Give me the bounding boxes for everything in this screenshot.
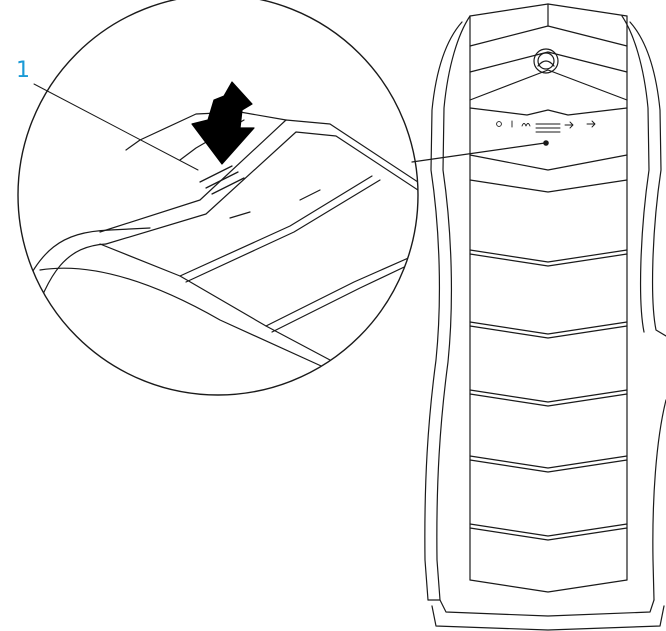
front-io-ports bbox=[496, 120, 596, 129]
drive-bays bbox=[469, 179, 628, 541]
tower-right-side-inner bbox=[621, 15, 650, 333]
front-io-panel-bottom bbox=[469, 154, 628, 171]
tower-right-side-panel bbox=[629, 21, 666, 337]
power-icon bbox=[496, 121, 502, 127]
magnified-bay-seam-1 bbox=[179, 175, 373, 277]
tower-bottom-front bbox=[469, 579, 628, 593]
drive-bay-1-top bbox=[469, 179, 628, 193]
press-down-arrow-icon bbox=[191, 81, 255, 165]
front-io-panel-top bbox=[469, 107, 628, 116]
drive-bay-4-top bbox=[469, 393, 628, 407]
top-vent-lower bbox=[469, 51, 628, 73]
magnified-bay-seam-2 bbox=[265, 243, 418, 327]
usb-icon bbox=[586, 120, 596, 128]
drive-bay-5-bottom bbox=[469, 523, 628, 537]
magnifier-pointer-line bbox=[411, 142, 546, 163]
tower-right-side-lower bbox=[652, 399, 666, 601]
power-button-ring bbox=[537, 52, 555, 70]
magnified-detail bbox=[17, 0, 419, 396]
magnified-top-panel bbox=[99, 119, 418, 233]
drive-bay-3-bottom bbox=[469, 389, 628, 403]
tower-left-side-inner bbox=[436, 15, 471, 601]
magnifier-circle bbox=[17, 0, 419, 396]
computer-tower bbox=[424, 3, 666, 631]
tower-left-side-panel bbox=[424, 21, 463, 601]
power-panel-top bbox=[469, 69, 628, 101]
headphone-icon bbox=[521, 123, 531, 127]
drive-bay-4-bottom bbox=[469, 455, 628, 469]
callout-leader-line bbox=[33, 83, 199, 171]
top-vent bbox=[469, 25, 628, 47]
drive-bay-1-bottom bbox=[469, 249, 628, 263]
power-button bbox=[533, 48, 559, 74]
drive-bay-3-top bbox=[469, 325, 628, 339]
magnified-release-slot bbox=[199, 165, 245, 195]
alien-head-logo bbox=[537, 60, 555, 67]
drive-bay-5-top bbox=[469, 459, 628, 473]
drive-bay-2-top bbox=[469, 253, 628, 267]
callout-number-1: 1 bbox=[16, 58, 30, 83]
usb-icon bbox=[564, 121, 574, 129]
magnified-left-side bbox=[18, 227, 151, 301]
magnifier-target-dot bbox=[543, 140, 549, 146]
media-eject-slot bbox=[535, 123, 561, 133]
drive-bay-2-bottom bbox=[469, 321, 628, 335]
drive-bay-6-top bbox=[469, 527, 628, 541]
tower-base-foot bbox=[427, 599, 665, 631]
